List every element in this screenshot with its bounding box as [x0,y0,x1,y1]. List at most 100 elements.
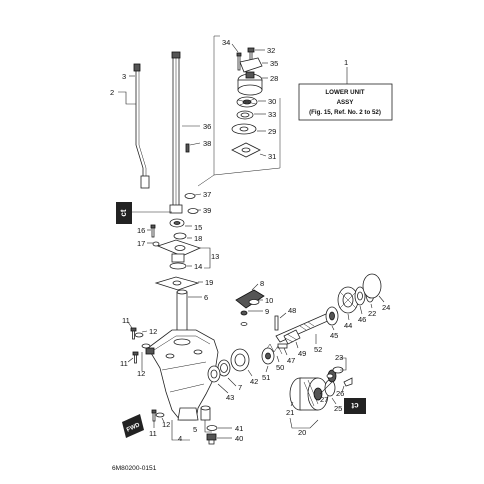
callout-30: 30 [268,97,276,106]
o-ring-14 [169,262,187,270]
fwd-badge: FWD [122,414,144,438]
o-ring-24 [362,273,382,299]
bolt-32 [247,47,255,61]
callout-21: 21 [286,408,294,417]
callout-19: 19 [205,278,213,287]
callout-46: 46 [358,315,366,324]
washer-25 [324,379,336,397]
callout-22: 22 [368,309,376,318]
propeller-21 [289,377,329,411]
pin-38 [185,143,190,153]
callout-2: 2 [110,88,114,97]
info-box-line3: (Fig. 15, Ref. No. 2 to 52) [309,109,381,116]
callout-6: 6 [204,293,208,302]
diagram-code: 6M80200-0151 [112,465,157,472]
callout-27: 27 [320,395,328,404]
bolt-11-bottom [151,409,157,422]
callout-45: 45 [330,331,338,340]
callout-26: 26 [336,389,344,398]
callout-44: 44 [344,321,352,330]
washer-12-mid [141,343,151,349]
impeller-30 [236,96,258,108]
gear-45 [325,306,339,326]
callout-10: 10 [265,296,273,305]
gasket-29 [231,123,257,135]
shift-rod [133,63,150,189]
bolt-11-mid [132,351,139,364]
gasket-19 [154,276,200,291]
callout-39: 39 [203,206,211,215]
callout-12-mid: 12 [137,369,145,378]
bolt-34 [236,52,242,71]
bolt-11-top [130,327,137,340]
callout-11-bottom: 11 [149,429,157,438]
callout-18: 18 [194,234,202,243]
ct-badge-right-text: ct [351,401,358,410]
callout-36: 36 [203,122,211,131]
callout-42: 42 [250,377,258,386]
callout-34: 34 [222,38,230,47]
callout-32: 32 [267,46,275,55]
callout-14: 14 [194,262,202,271]
ct-badge-right: ct [344,398,366,414]
shim-7 [217,359,231,377]
callout-24: 24 [382,303,390,312]
callout-28: 28 [270,74,278,83]
callout-23: 23 [335,353,343,362]
cover-8 [235,289,265,309]
plunger-47 [277,343,288,349]
callout-47: 47 [287,356,295,365]
washer-12-top [134,332,144,338]
callout-15: 15 [194,223,202,232]
gear-44 [337,286,359,314]
callout-1: 1 [344,58,348,67]
callout-50: 50 [276,363,284,372]
clutch-49 [283,329,301,345]
pump-housing-28 [237,71,263,96]
callout-25: 25 [334,404,342,413]
callout-52: 52 [314,345,322,354]
grommet-10 [248,299,260,305]
lower-case-4 [145,329,219,421]
info-box-line1: LOWER UNIT [325,89,364,96]
callout-20: 20 [298,428,306,437]
drive-shaft [169,51,183,214]
cotter-pin-26 [343,377,353,387]
ct-badge-left-text: ct [119,209,128,216]
gasket-41 [206,425,218,431]
info-box: 1 LOWER UNIT ASSY (Fig. 15, Ref. No. 2 t… [298,58,393,121]
callout-12-bottom: 12 [162,420,170,429]
callout-37: 37 [203,190,211,199]
ct-badge-left: ct [116,202,132,224]
info-box-frame [298,83,393,121]
washer-43 [207,365,221,383]
outer-plate-31 [231,142,261,158]
insert-33 [236,110,254,120]
collar-17 [152,241,160,247]
callout-38: 38 [203,139,211,148]
callout-5: 5 [193,425,197,434]
callout-29: 29 [268,127,276,136]
callout-31: 31 [268,152,276,161]
water-pump-bracket [197,35,281,187]
callout-4: 4 [178,434,182,443]
washer-37 [184,193,196,199]
plate-35 [239,57,263,73]
bearing-46 [354,286,366,306]
water-tube-6 [176,289,188,335]
callout-3: 3 [122,72,126,81]
pin-48 [274,315,279,331]
callout-16: 16 [137,226,145,235]
seal-15 [169,218,185,228]
callout-40: 40 [235,434,243,443]
drain-screw-5 [200,405,211,421]
spring-50 [265,343,283,355]
callout-11-top: 11 [122,316,130,325]
bolt-9 [240,310,248,316]
washer-near-9 [240,322,248,326]
propeller-shaft-52 [275,313,331,343]
washer-12-bottom [155,412,165,418]
info-box-line2: ASSY [337,99,355,106]
callout-7: 7 [238,383,242,392]
